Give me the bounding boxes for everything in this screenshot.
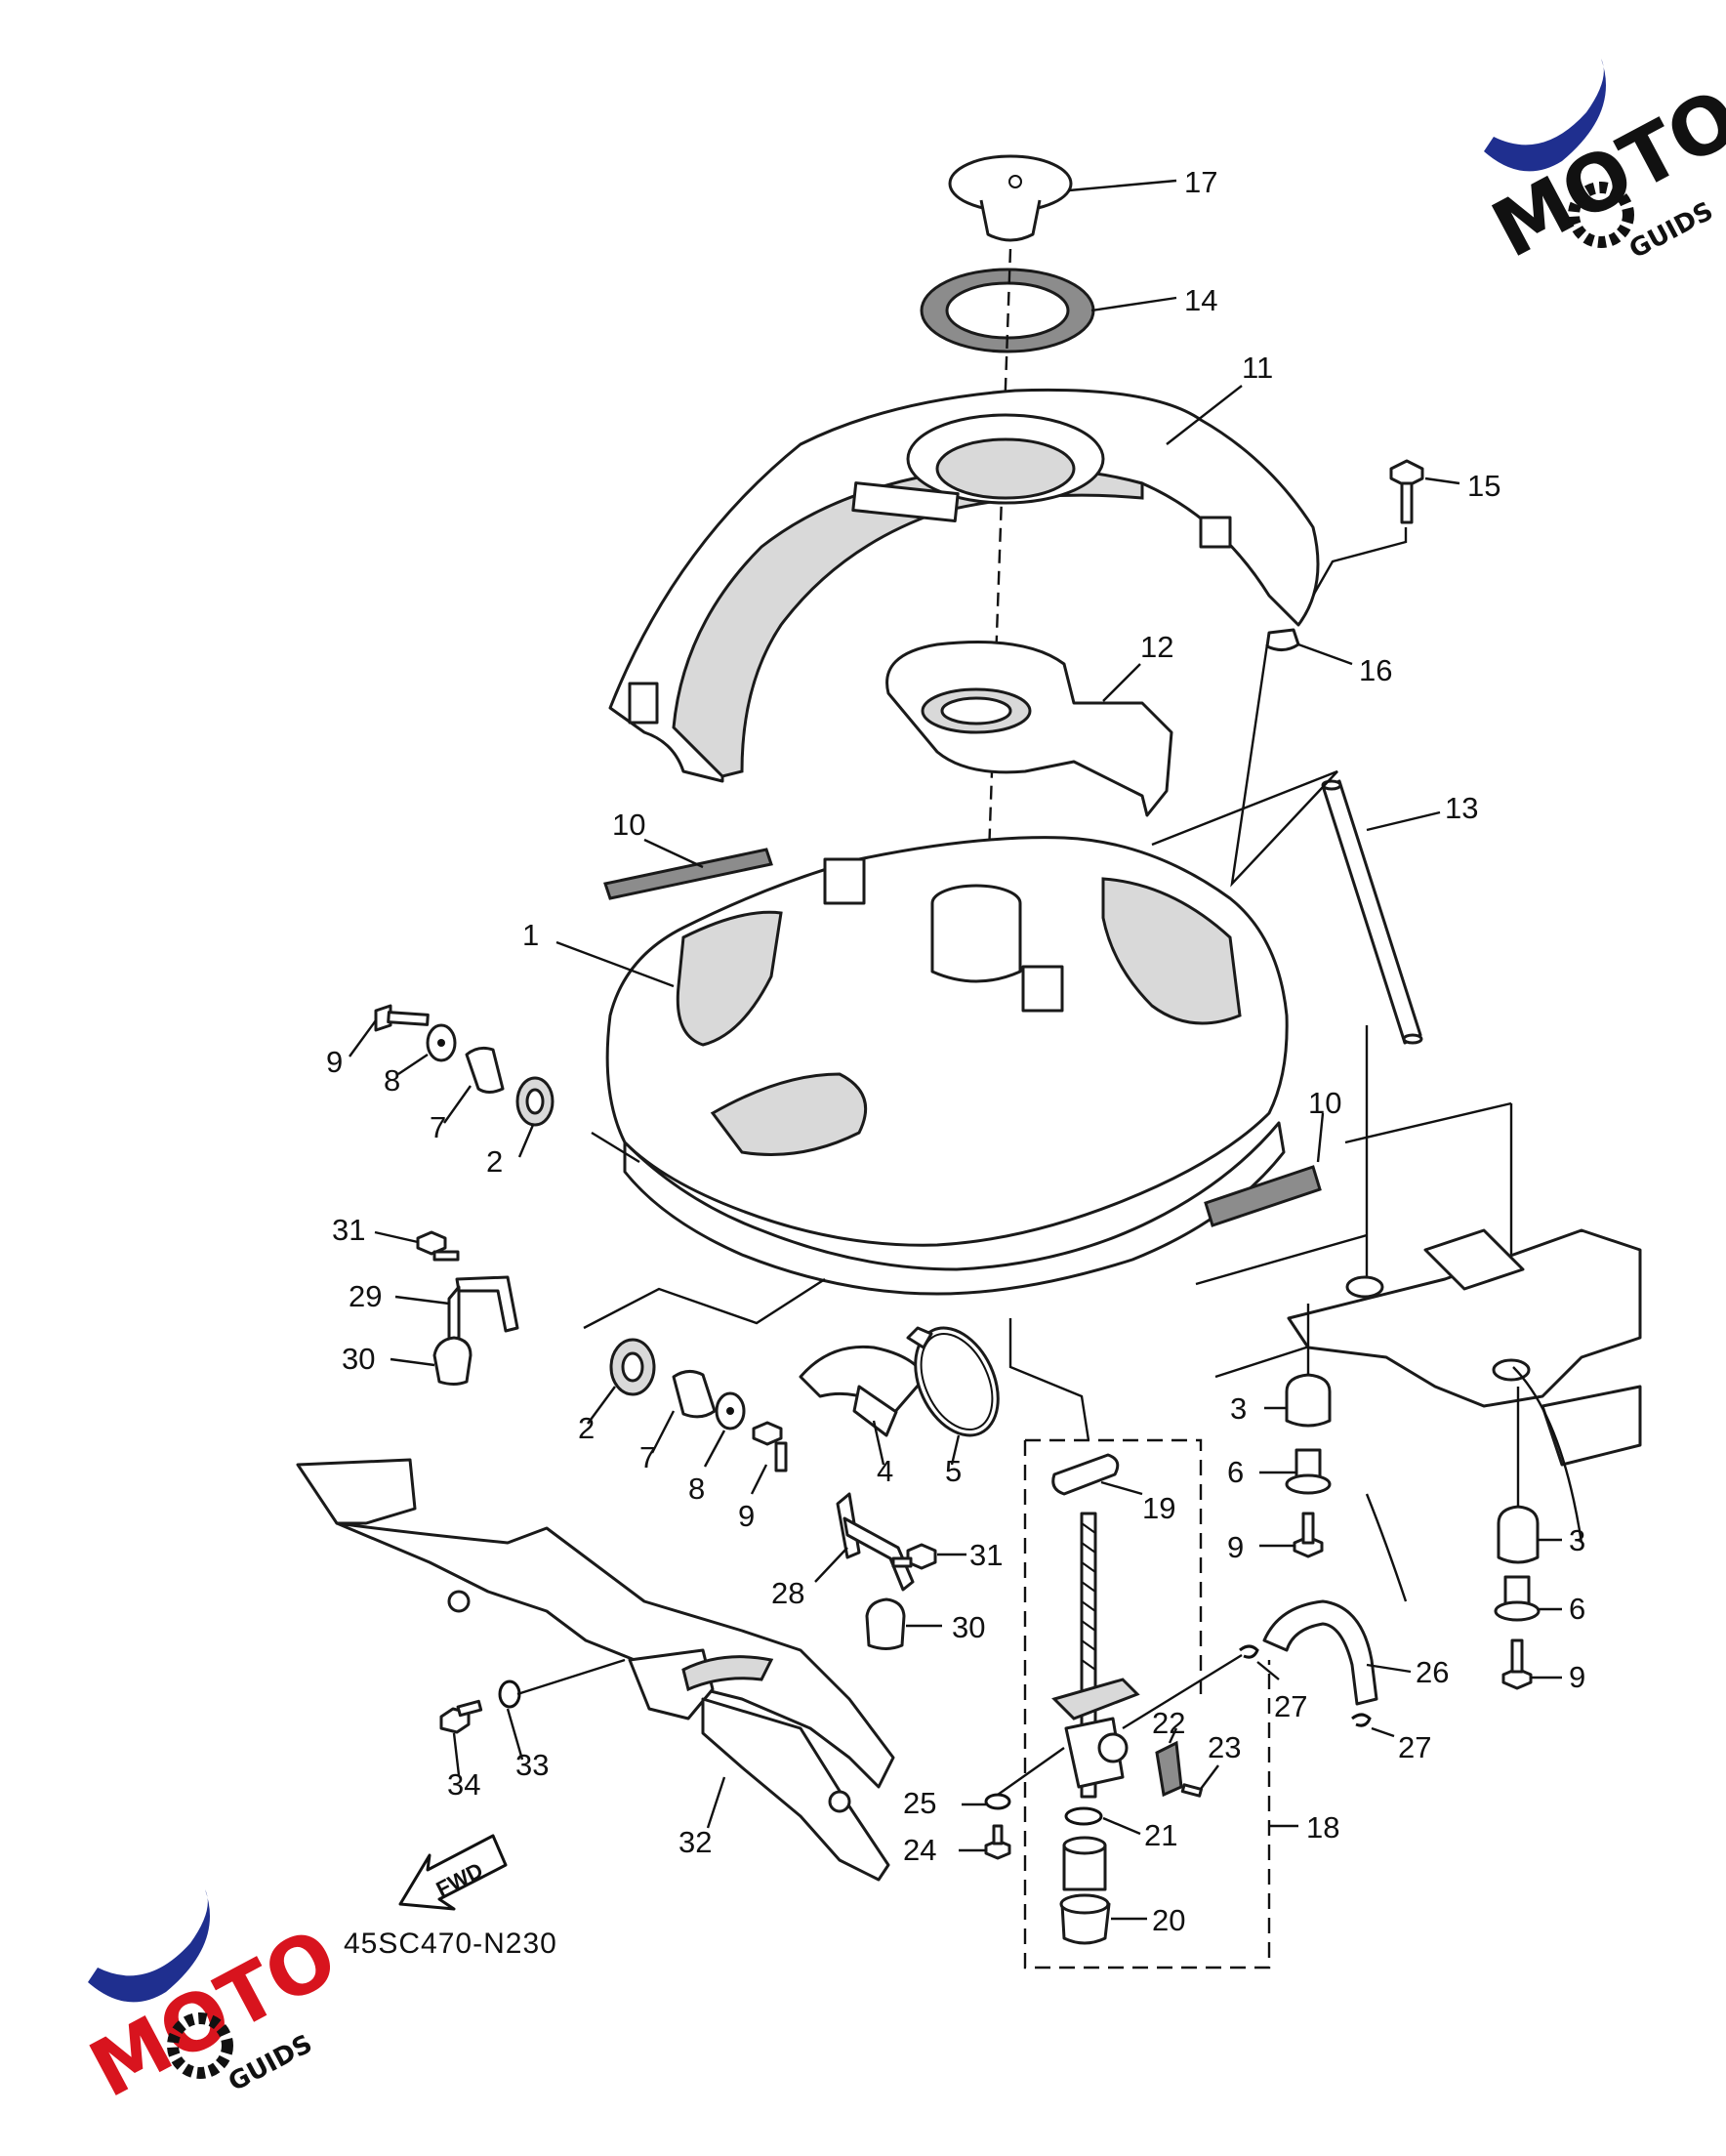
- callout-5: 5: [945, 1454, 962, 1488]
- filter-20: [1059, 1836, 1147, 1945]
- callout-17: 17: [1184, 165, 1217, 199]
- callout-9-a: 9: [326, 1045, 343, 1079]
- bracket-29-group: [374, 1230, 519, 1386]
- cover-leader-zigzag: [1151, 643, 1338, 888]
- callout-3-a: 3: [1230, 1391, 1247, 1426]
- fuel-tank: [555, 836, 1289, 1296]
- callout-34: 34: [447, 1767, 480, 1802]
- callout-8-b: 8: [688, 1472, 705, 1506]
- figure-code: 45SC470-N230: [344, 1928, 557, 1960]
- gasket-19: [1051, 1453, 1143, 1496]
- callout-13: 13: [1445, 791, 1478, 825]
- callout-7-b: 7: [639, 1440, 656, 1474]
- callout-6-b: 6: [1569, 1592, 1585, 1626]
- center-axis-line: [984, 248, 1012, 938]
- callout-labels: 17 14 11 15 12 16 13 10 1 9 8 7 2 10 31 …: [326, 165, 1585, 1937]
- frame-section: [1287, 1228, 1642, 1602]
- hose-connection-line: [1122, 1653, 1243, 1730]
- callout-8-a: 8: [384, 1063, 400, 1098]
- side-cover-32: [296, 1458, 895, 1882]
- lever-22: [1155, 1727, 1219, 1798]
- callout-9-b: 9: [738, 1499, 755, 1533]
- fuel-cap: [948, 154, 1177, 242]
- hose-13: [1321, 779, 1441, 1045]
- heat-protector: [799, 1345, 927, 1466]
- callout-11: 11: [1242, 351, 1273, 385]
- washer-33: [498, 1658, 626, 1761]
- callout-24: 24: [903, 1833, 936, 1867]
- callout-25: 25: [903, 1786, 936, 1820]
- callout-6-a: 6: [1227, 1455, 1244, 1489]
- watermark-logo-bottom-left: MOTO GUIDS: [76, 1889, 351, 2115]
- callout-32: 32: [678, 1825, 712, 1859]
- callout-30-b: 30: [952, 1610, 985, 1644]
- callout-2-a: 2: [486, 1144, 503, 1179]
- pad-10-right: [1204, 1112, 1325, 1227]
- tank-cover: [608, 385, 1320, 783]
- callout-21: 21: [1144, 1818, 1177, 1852]
- callout-23: 23: [1208, 1730, 1241, 1764]
- callout-4: 4: [877, 1454, 893, 1488]
- watermark-logo-top-right: MOTO GUIDS: [1478, 59, 1726, 275]
- filler-bracket: [885, 641, 1173, 817]
- mount-hardware-left: [349, 1004, 555, 1158]
- callout-1: 1: [522, 918, 539, 952]
- fwd-direction-arrow: FWD: [398, 1834, 508, 1911]
- fuel-cock-assy-box: [1008, 1318, 1298, 1969]
- callout-27-a: 27: [1274, 1689, 1307, 1723]
- callout-28: 28: [771, 1576, 804, 1610]
- callout-2-b: 2: [578, 1411, 595, 1445]
- callout-19: 19: [1142, 1491, 1175, 1525]
- clip-27-lower: [1351, 1713, 1395, 1738]
- callout-12: 12: [1140, 630, 1173, 664]
- screw-24: [959, 1824, 1011, 1860]
- callout-20: 20: [1152, 1903, 1185, 1937]
- callout-31-a: 31: [332, 1213, 365, 1247]
- callout-33: 33: [515, 1748, 549, 1782]
- bracket-28-group: [814, 1492, 966, 1650]
- washer-25: [962, 1747, 1065, 1810]
- collar-16: [1265, 628, 1353, 666]
- callout-31-b: 31: [969, 1538, 1003, 1572]
- callout-10-right: 10: [1308, 1086, 1341, 1120]
- cap-ring: [920, 268, 1177, 353]
- callout-15: 15: [1467, 469, 1500, 503]
- callout-16: 16: [1359, 653, 1392, 687]
- callout-29: 29: [349, 1279, 382, 1313]
- bolt-34: [439, 1699, 483, 1776]
- pad-10-left: [603, 838, 773, 900]
- fuel-cock: [1051, 1512, 1140, 1799]
- mount-hardware-right: [1259, 1304, 1562, 1690]
- clip-27-upper: [1239, 1644, 1280, 1680]
- callout-22: 22: [1152, 1706, 1185, 1740]
- callout-3-b: 3: [1569, 1523, 1585, 1557]
- callout-14: 14: [1184, 283, 1217, 317]
- callout-26: 26: [1416, 1655, 1449, 1689]
- callout-9-d: 9: [1569, 1660, 1585, 1694]
- callout-10-top: 10: [612, 808, 645, 842]
- callout-27-b: 27: [1398, 1730, 1431, 1764]
- screw-15: [1311, 459, 1460, 597]
- callout-7-a: 7: [430, 1110, 446, 1144]
- callout-18: 18: [1306, 1810, 1339, 1845]
- svg-text:MOTO: MOTO: [76, 1911, 351, 2115]
- callout-30-a: 30: [342, 1342, 375, 1376]
- mount-hardware-lower: [583, 1277, 826, 1495]
- callout-9-c: 9: [1227, 1530, 1244, 1564]
- o-ring-21: [1064, 1806, 1141, 1836]
- fuel-hose-26: [1262, 1599, 1412, 1706]
- strap-clamp: [906, 1326, 1000, 1466]
